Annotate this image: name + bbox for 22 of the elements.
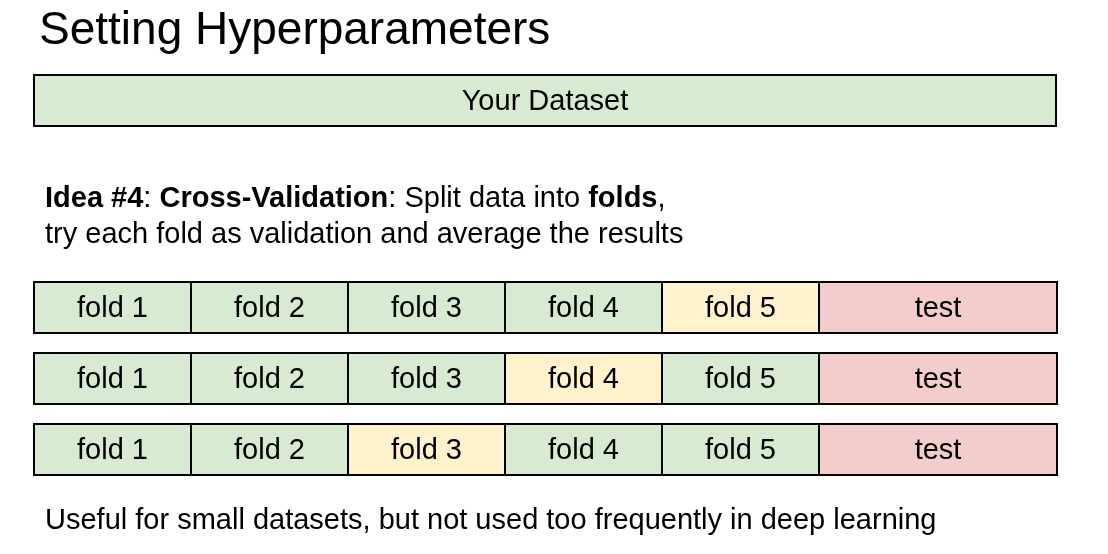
fold-segment: fold 3 [347,281,506,334]
fold-segment: fold 1 [33,352,192,405]
slide-title: Setting Hyperparameters [39,1,551,55]
fold-segment: fold 1 [33,281,192,334]
fold-segment: fold 1 [33,423,192,476]
dataset-bar: Your Dataset [33,74,1057,127]
description-text: Idea #4: Cross-Validation: Split data into folds, try each fold as validation and average the results [45,180,685,251]
fold-segment: fold 5 [661,423,820,476]
fold-segment: fold 2 [190,281,349,334]
validation-fold-segment: fold 5 [661,281,820,334]
validation-fold-segment: fold 3 [347,423,506,476]
footnote-text: Useful for small datasets, but not used too frequently in deep learning [45,502,938,537]
fold-segment: fold 4 [504,423,663,476]
fold-segment: fold 3 [347,352,506,405]
fold-segment: fold 4 [504,281,663,334]
test-segment: test [818,423,1058,476]
test-segment: test [818,352,1058,405]
validation-fold-segment: fold 4 [504,352,663,405]
fold-segment: fold 2 [190,423,349,476]
test-segment: test [818,281,1058,334]
fold-segment: fold 2 [190,352,349,405]
fold-segment: fold 5 [661,352,820,405]
